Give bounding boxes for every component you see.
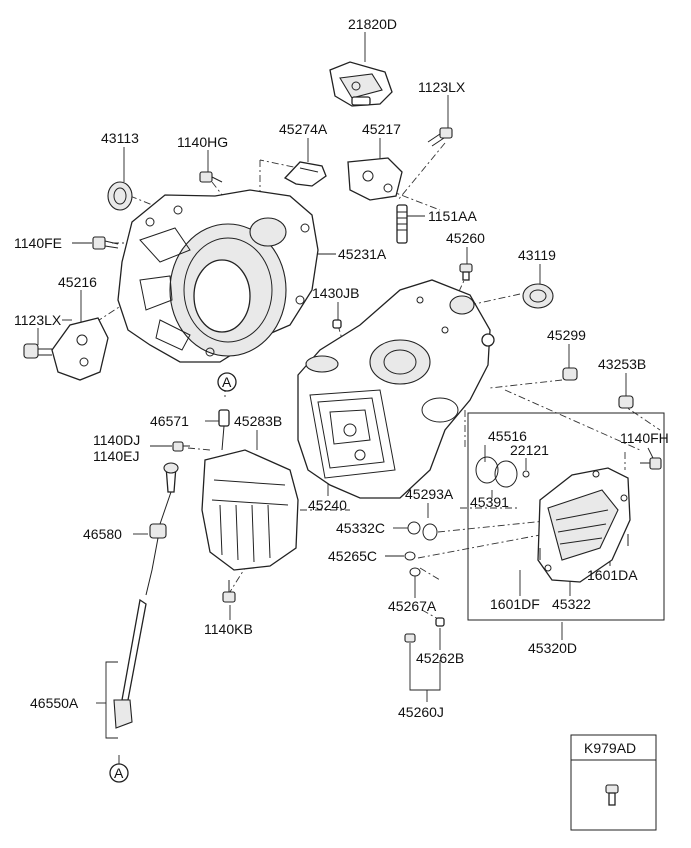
label-45260j: 45260J <box>398 704 444 720</box>
label-45320d: 45320D <box>528 640 577 656</box>
assembly-dash-lines <box>95 142 661 621</box>
label-46550a: 46550A <box>30 695 79 711</box>
label-43253b: 43253B <box>598 356 646 372</box>
label-1123lx-left: 1123LX <box>14 312 62 328</box>
guide-tube-46550a <box>113 598 147 729</box>
part-labels: 21820D 1123LX 45274A 45217 43113 1140HG … <box>14 16 669 781</box>
label-1140fe: 1140FE <box>14 235 62 251</box>
bracket-21820d <box>329 61 393 107</box>
plug-45299 <box>562 367 578 381</box>
label-45516: 45516 <box>488 428 527 444</box>
label-1601da: 1601DA <box>587 567 638 583</box>
label-43113: 43113 <box>101 130 139 146</box>
label-45391: 45391 <box>470 494 509 510</box>
bracket-45274a <box>283 161 327 187</box>
label-45267a: 45267A <box>388 598 437 614</box>
o-ring-45516 <box>494 460 518 488</box>
converter-housing-45231a <box>117 189 319 363</box>
bracket-45216 <box>51 317 109 381</box>
group-box-45320d <box>467 412 665 621</box>
label-45293a: 45293A <box>405 486 454 502</box>
seal-43113 <box>107 181 133 211</box>
seal-43119 <box>522 283 554 309</box>
callout-a-bottom <box>109 763 129 783</box>
dipstick-46580 <box>145 462 179 596</box>
label-45283b: 45283B <box>234 413 282 429</box>
legend-code: K979AD <box>584 740 636 756</box>
o-ring-45293a <box>422 523 438 541</box>
callout-a-top <box>217 372 237 392</box>
label-22121: 22121 <box>510 442 549 458</box>
plug-43253b <box>618 395 634 409</box>
label-43119: 43119 <box>518 247 556 263</box>
label-45262b: 45262B <box>416 650 464 666</box>
label-callout-a-bottom: A <box>114 765 124 781</box>
bolt-1140hg <box>199 171 223 183</box>
label-45265c: 45265C <box>328 548 377 564</box>
label-1140kb: 1140KB <box>204 621 253 637</box>
label-45260: 45260 <box>446 230 485 246</box>
bolt-1140fe <box>92 236 119 250</box>
cover-45322 <box>537 467 631 583</box>
label-1123lx-top: 1123LX <box>418 79 466 95</box>
label-1140hg: 1140HG <box>177 134 228 150</box>
transaxle-case-45240 <box>297 279 495 499</box>
label-1430jb: 1430JB <box>312 285 359 301</box>
ring-45267a <box>409 567 421 577</box>
label-45217: 45217 <box>362 121 401 137</box>
label-46580: 46580 <box>83 526 122 542</box>
pin-1430jb <box>332 319 342 329</box>
tube-46571 <box>218 409 230 451</box>
bolt-1123lx-top <box>427 127 453 147</box>
label-45322: 45322 <box>552 596 591 612</box>
label-callout-a-top: A <box>222 374 232 390</box>
bolt-45260j <box>404 633 416 643</box>
pin-22121 <box>522 470 530 478</box>
bracket-45217 <box>347 157 403 201</box>
label-45216: 45216 <box>58 274 97 290</box>
bolt-45260 <box>459 263 473 281</box>
oil-pan-45283b <box>201 449 299 571</box>
label-1601df: 1601DF <box>490 596 540 612</box>
stud-1151aa <box>396 204 408 244</box>
label-1140ej: 1140EJ <box>93 448 139 464</box>
label-21820d: 21820D <box>348 16 397 32</box>
label-1140fh: 1140FH <box>620 430 669 446</box>
label-1140dj: 1140DJ <box>93 432 140 448</box>
bolt-1123lx-left <box>23 343 52 359</box>
label-45299: 45299 <box>547 327 586 343</box>
label-45240: 45240 <box>308 497 347 513</box>
label-45274a: 45274A <box>279 121 328 137</box>
label-45231a: 45231A <box>338 246 387 262</box>
legend-box <box>570 734 657 831</box>
ring-45265c <box>404 551 416 561</box>
label-46571: 46571 <box>150 413 189 429</box>
ball-45262b <box>435 617 445 627</box>
label-1151aa: 1151AA <box>428 208 477 224</box>
o-ring-45391 <box>475 456 499 484</box>
label-45332c: 45332C <box>336 520 385 536</box>
bolt-1140dj <box>172 441 190 452</box>
o-ring-45332c <box>407 521 421 535</box>
bolt-1140fh <box>640 457 662 470</box>
bolt-1140kb <box>222 580 236 603</box>
bolt-icon <box>605 784 619 806</box>
